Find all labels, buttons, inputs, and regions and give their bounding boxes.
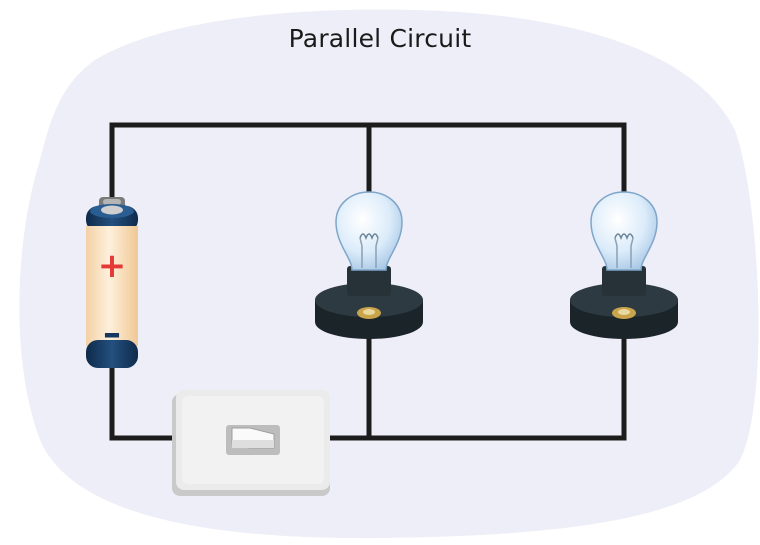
bulb-base-top bbox=[570, 283, 678, 317]
light-bulb-icon bbox=[315, 191, 423, 339]
bulb-socket bbox=[602, 266, 646, 296]
bottom-return-wire bbox=[325, 309, 627, 441]
bulb-socket bbox=[347, 266, 391, 296]
bulb-glass bbox=[335, 191, 403, 271]
battery-positive-symbol: + bbox=[98, 246, 127, 286]
wires bbox=[109, 122, 627, 441]
battery-negative-symbol: – bbox=[103, 313, 121, 354]
battery-body bbox=[86, 226, 138, 346]
diagram-title: Parallel Circuit bbox=[288, 24, 472, 53]
bulb-base-top bbox=[315, 283, 423, 317]
light-bulb-icon bbox=[570, 191, 678, 339]
battery-bottom-wire bbox=[109, 365, 183, 441]
battery-bottom-band bbox=[86, 340, 138, 368]
switch-icon[interactable] bbox=[172, 390, 330, 496]
bulb-glass bbox=[590, 191, 658, 271]
battery-icon: + – bbox=[86, 197, 138, 368]
